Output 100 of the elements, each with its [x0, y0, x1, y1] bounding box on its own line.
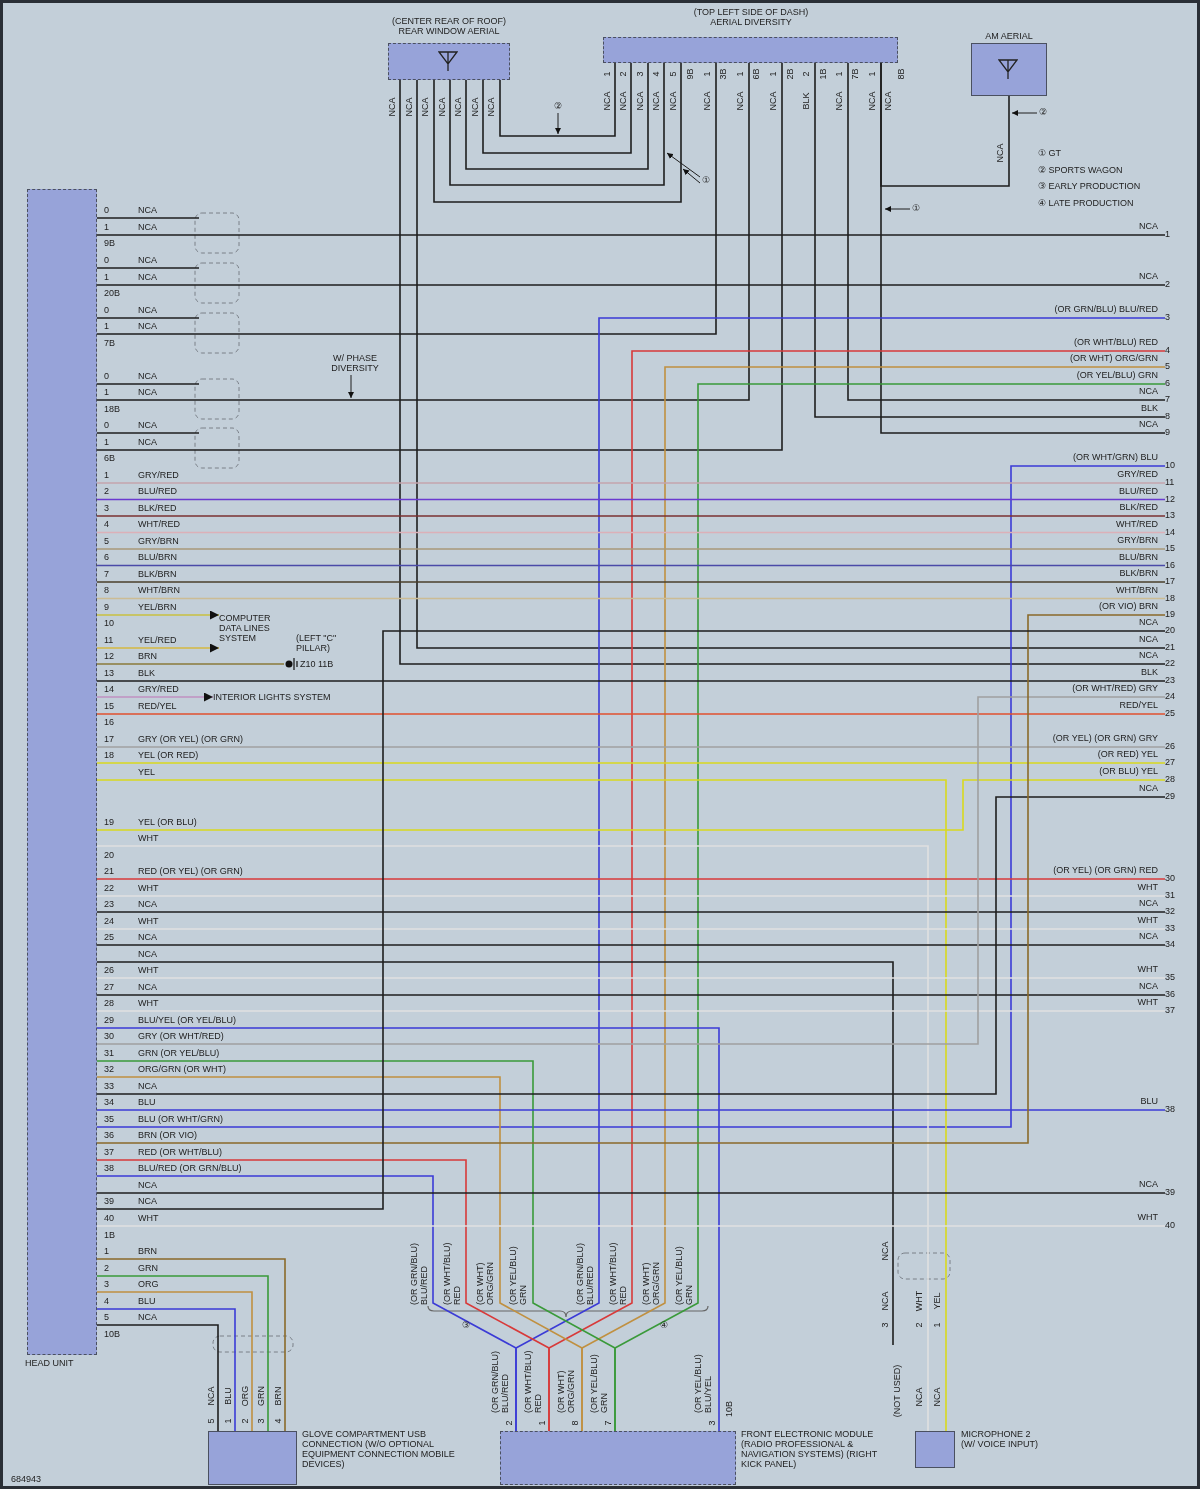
circuit-number: 10	[1165, 460, 1176, 470]
pin-label: 1 NCA	[104, 387, 157, 397]
pin-label: 33 NCA	[104, 1081, 157, 1091]
wire	[96, 713, 1166, 715]
circuit-number: 31	[1165, 890, 1176, 900]
pin-number: 2	[504, 1420, 514, 1426]
pin-label: 20	[104, 850, 114, 860]
pin-number: 7B	[850, 68, 860, 80]
circuit-number: 6	[1165, 378, 1171, 388]
pin-label: 11 YEL/RED	[104, 635, 177, 645]
wire	[96, 432, 200, 434]
circuit-number: 9	[1165, 427, 1171, 437]
pin-label: 38 BLU/RED (OR GRN/BLU)	[104, 1163, 242, 1173]
component-label: AM AERIAL	[984, 31, 1034, 41]
circuit-number: 35	[1165, 972, 1176, 982]
wire	[96, 680, 1166, 682]
wire	[96, 515, 1166, 517]
circuit-number: 22	[1165, 658, 1176, 668]
pin-label: 9 YEL/BRN	[104, 602, 177, 612]
component-label: MICROPHONE 2 (W/ VOICE INPUT)	[961, 1429, 1039, 1449]
pin-label: 36 BRN (OR VIO)	[104, 1130, 197, 1140]
circuit-number: 25	[1165, 708, 1176, 718]
pin-number: 1	[834, 71, 844, 77]
legend-entry: ① GT	[1038, 148, 1062, 158]
circuit-number: 2	[1165, 279, 1171, 289]
leader-line	[682, 168, 701, 184]
wire	[96, 531, 1166, 534]
pin-label: 10B	[104, 1329, 120, 1339]
pin-label: 40 WHT	[104, 1213, 159, 1223]
wire-code: NCA	[914, 1387, 924, 1407]
location-note: (LEFT "C" PILLAR)	[296, 633, 338, 653]
wire-code: NCA	[651, 91, 661, 111]
pin-number: 2	[240, 1418, 250, 1424]
wire-code: NCA	[1139, 386, 1158, 396]
wire-code: BLU	[223, 1387, 233, 1405]
wire-code: BLK	[801, 92, 811, 110]
wire-code: WHT	[1137, 915, 1158, 925]
pin-label: 6B	[104, 453, 115, 463]
wire-code: GRN	[256, 1386, 266, 1406]
circuit-number: 20	[1165, 625, 1176, 635]
pin-label: 0 NCA	[104, 255, 157, 265]
wire-code: (OR WHT) ORG/GRN	[1070, 353, 1158, 363]
wire-code: (OR VIO) BRN	[1099, 601, 1158, 611]
pin-label: 20B	[104, 288, 120, 298]
wire-code: (OR GRN/BLU) BLU/RED	[490, 1350, 510, 1413]
wire-code: (OR WHT/BLU) RED	[442, 1241, 462, 1305]
pin-label: WHT	[138, 833, 159, 843]
wire-code: (OR YEL) (OR GRN) RED	[1053, 865, 1158, 875]
pin-number: 1	[223, 1418, 233, 1424]
pin-label: 15 RED/YEL	[104, 701, 177, 711]
wire-code: NCA	[453, 97, 463, 117]
circuit-number: 28	[1165, 774, 1176, 784]
pin-label: 1 NCA	[104, 272, 157, 282]
wire	[96, 498, 1166, 501]
pin-label: 1 NCA	[104, 222, 157, 232]
wire-code: NCA	[1139, 634, 1158, 644]
pin-label: 31 GRN (OR YEL/BLU)	[104, 1048, 220, 1058]
pin-label: 16	[104, 717, 114, 727]
wire-code: WHT	[914, 1290, 924, 1312]
wire-code: NCA	[420, 97, 430, 117]
circuit-number: 8	[1165, 411, 1171, 421]
pin-label: 35 BLU (OR WHT/GRN)	[104, 1114, 223, 1124]
pin-label: 1 BRN	[104, 1246, 157, 1256]
wire	[96, 643, 220, 653]
pin-label: YEL	[138, 767, 155, 777]
wire	[96, 1291, 253, 1432]
wire-code: GRY/RED	[1117, 469, 1158, 479]
wire	[96, 663, 285, 665]
wire	[96, 317, 200, 319]
wire-code: BLK	[1141, 667, 1158, 677]
pin-label: 5 NCA	[104, 1312, 157, 1322]
wire	[96, 746, 1166, 748]
pin-label: 19 YEL (OR BLU)	[104, 817, 197, 827]
wire-code: NCA	[880, 1291, 890, 1311]
note-text: (NOT USED)	[892, 1364, 902, 1418]
wire-code: WHT/BRN	[1116, 584, 1158, 595]
pin-label: 29 BLU/YEL (OR YEL/BLU)	[104, 1015, 237, 1025]
circuit-number: 30	[1165, 873, 1176, 883]
connector-code: 10B	[724, 1401, 734, 1417]
circuit-number: 21	[1165, 642, 1176, 652]
drawing-number: 684943	[11, 1474, 42, 1484]
wire-code: GRY/BRN	[1117, 535, 1158, 545]
component-label: (CENTER REAR OF ROOF) REAR WINDOW AERIAL	[391, 16, 507, 36]
pin-label: 1 NCA	[104, 437, 157, 447]
wire-code: NCA	[880, 1241, 890, 1261]
pin-label: 7B	[104, 338, 115, 348]
leader-line	[1011, 110, 1038, 116]
circuit-number: 12	[1165, 493, 1176, 504]
wire	[96, 284, 1166, 286]
pin-label: 4 WHT/RED	[104, 519, 180, 529]
wire-code: NCA	[635, 91, 645, 111]
wire-code: WHT	[1137, 882, 1158, 892]
wire-code: NCA	[469, 97, 480, 117]
wire-code: (OR RED) YEL	[1097, 749, 1158, 759]
wire	[96, 692, 214, 702]
wire-code: NCA	[1139, 898, 1158, 908]
wire-code: (OR WHT) ORG/GRN	[556, 1369, 576, 1413]
wire	[96, 1258, 286, 1432]
circuit-number: 32	[1165, 906, 1176, 916]
pin-number: 1B	[818, 68, 828, 80]
